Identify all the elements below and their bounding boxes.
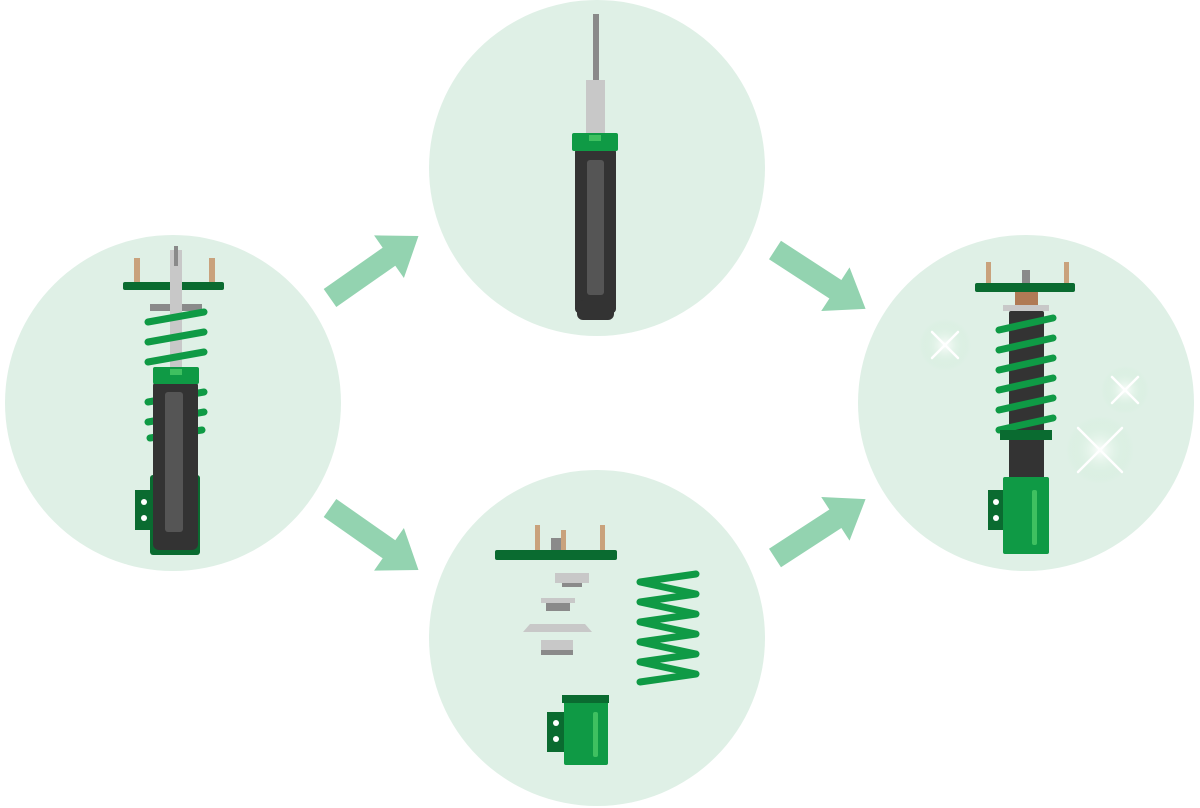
arrow-icon xyxy=(323,498,419,571)
damper-icon xyxy=(572,14,618,320)
arrow-icon xyxy=(323,235,419,308)
coilover-icon xyxy=(123,246,224,555)
arrow-icon xyxy=(769,240,866,312)
sparkling-coilover-icon xyxy=(919,262,1149,554)
sparkle-icon xyxy=(1066,416,1134,484)
parts-icon xyxy=(495,525,700,765)
sparkle-icon xyxy=(1101,366,1149,414)
arrow-icon xyxy=(769,496,866,568)
sparkle-icon xyxy=(919,319,971,371)
